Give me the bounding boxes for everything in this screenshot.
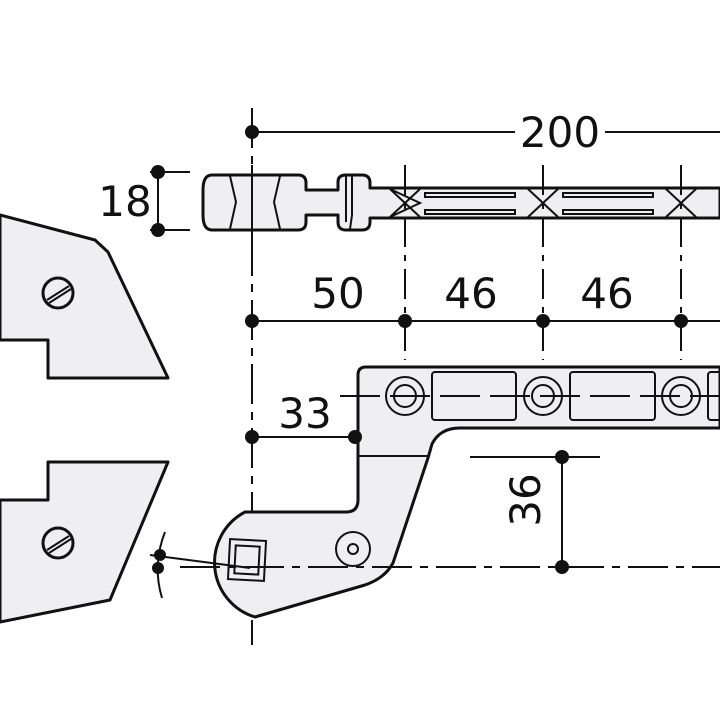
left-plate-lower [0,460,170,624]
svg-text:33: 33 [278,389,331,438]
screw-icon [41,526,75,560]
svg-text:200: 200 [520,108,600,157]
svg-text:46: 46 [580,269,633,318]
square-pivot-icon [226,538,268,582]
angle-indicator [149,531,251,599]
dimension-36: 36 [180,450,720,574]
screw-icon [41,276,75,310]
svg-text:46: 46 [444,269,497,318]
dimension-200: 200 [245,108,720,157]
top-bar-profile [201,173,720,232]
svg-text:18: 18 [98,177,151,226]
dimension-33: 33 [245,389,362,444]
dimension-pitch-row: 50 46 46 46 [245,269,720,328]
rivet-icon [335,531,371,567]
mounting-holes [340,371,720,421]
left-plate-upper [0,213,170,380]
svg-text:46: 46 [718,269,720,318]
dimension-18: 18 [98,165,190,237]
svg-text:36: 36 [501,473,550,526]
hinge-arm [213,365,720,619]
svg-text:50: 50 [311,269,364,318]
